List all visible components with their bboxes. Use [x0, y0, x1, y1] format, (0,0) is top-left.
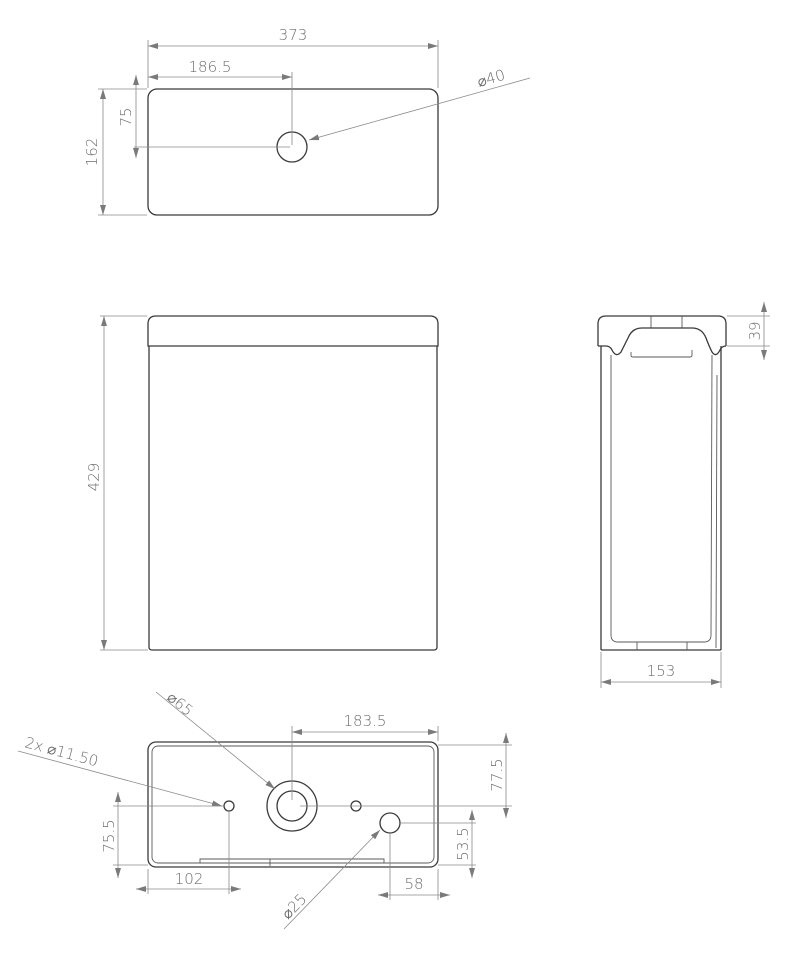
- side-view-lid: [597, 315, 727, 346]
- dim-bottom-large-hole-diameter: ⌀65: [163, 688, 196, 720]
- side-view: 39 153: [597, 302, 770, 688]
- dim-bottom-small-holes-callout: 2x ⌀11.50: [23, 733, 100, 770]
- dim-side-overall-depth: 153: [647, 662, 676, 680]
- front-view-lid: [147, 315, 439, 347]
- dim-top-overall-width: 373: [279, 26, 308, 44]
- dim-bottom-inlet-hole-diameter: ⌀25: [278, 890, 310, 923]
- dim-bottom-small-hole-offset-y: 75.5: [100, 819, 118, 852]
- bottom-view: ⌀65 2x ⌀11.50 183.5 77.5 75.5 102 ⌀25 53…: [17, 688, 512, 930]
- dim-bottom-large-hole-offset-y: 77.5: [488, 758, 506, 791]
- dim-top-hole-offset-y: 75: [117, 107, 135, 126]
- bottom-view-small-hole-left: [223, 800, 235, 812]
- front-view-body: [148, 346, 438, 651]
- dim-bottom-inlet-hole-offset-y: 53.5: [454, 827, 472, 860]
- dim-bottom-small-hole-offset-x: 102: [175, 870, 204, 888]
- dim-top-overall-depth: 162: [83, 138, 101, 167]
- top-view-outline: [147, 88, 439, 216]
- bottom-view-outline: [147, 741, 439, 868]
- dim-side-lid-height: 39: [746, 321, 764, 340]
- dim-bottom-large-hole-offset-x: 183.5: [344, 712, 387, 730]
- dim-top-hole-offset-x: 186.5: [189, 58, 232, 76]
- front-view: 429: [85, 315, 439, 651]
- dim-front-overall-height: 429: [85, 463, 103, 492]
- bottom-view-inlet-hole: [379, 812, 401, 834]
- dim-top-hole-diameter: ⌀40: [475, 66, 507, 91]
- top-view: 373 186.5 75 162 ⌀40: [83, 26, 531, 216]
- dim-bottom-inlet-hole-offset-x: 58: [404, 875, 423, 893]
